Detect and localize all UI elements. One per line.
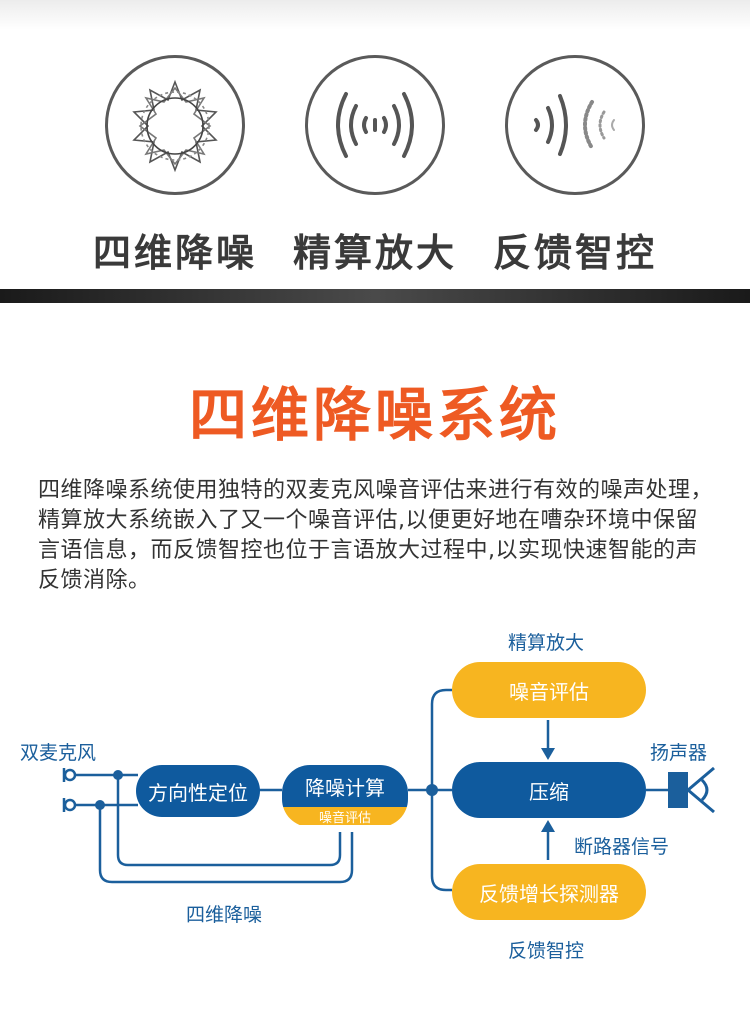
section-title: 四维降噪系统 [188,381,561,449]
top-shade [0,0,750,30]
noise-eval-node: 噪音评估 [452,662,646,718]
direction-node-label: 方向性定位 [148,780,248,805]
feature-noise-reduction: 四维降噪 [70,50,280,280]
noise-wave-icon [105,55,245,195]
section-divider [0,289,750,303]
denoise-node: 降噪计算 噪音评估 [282,765,408,827]
feature-label: 反馈智控 [492,231,657,275]
breaker-label: 断路器信号 [574,836,670,858]
feedback-label: 反馈智控 [508,940,585,962]
speaker-label: 扬声器 [650,742,708,764]
feature-label: 精算放大 [292,231,457,275]
denoise-node-label: 降噪计算 [282,765,408,807]
direction-node: 方向性定位 [136,765,260,817]
compress-node: 压缩 [452,762,646,818]
diagram-connectors [62,688,715,892]
noise-eval-node-label: 噪音评估 [509,679,589,704]
feature-precise-amplify: 精算放大 [270,50,480,280]
signal-amplify-icon [305,55,445,195]
four-d-label: 四维降噪 [186,904,263,926]
precise-label: 精算放大 [508,632,585,654]
feature-label: 四维降噪 [92,231,257,275]
denoise-sub-label: 噪音评估 [282,807,408,826]
mic-label: 双麦克风 [20,742,97,764]
feedback-detect-node: 反馈增长探测器 [452,864,646,920]
feedback-detect-node-label: 反馈增长探测器 [479,881,619,906]
section-description: 四维降噪系统使用独特的双麦克风噪音评估来进行有效的噪声处理，精算放大系统嵌入了又… [38,478,714,593]
compress-node-label: 压缩 [529,779,569,804]
feature-row: 四维降噪 精算放大 [0,50,750,280]
noise-reduction-diagram: 双麦克风 方向性定位 降噪计算 噪音评估 四维降噪 精算放大 噪音评估 压缩 扬… [0,620,750,1020]
feedback-wave-icon [505,55,645,195]
feature-feedback-control: 反馈智控 [470,50,680,280]
